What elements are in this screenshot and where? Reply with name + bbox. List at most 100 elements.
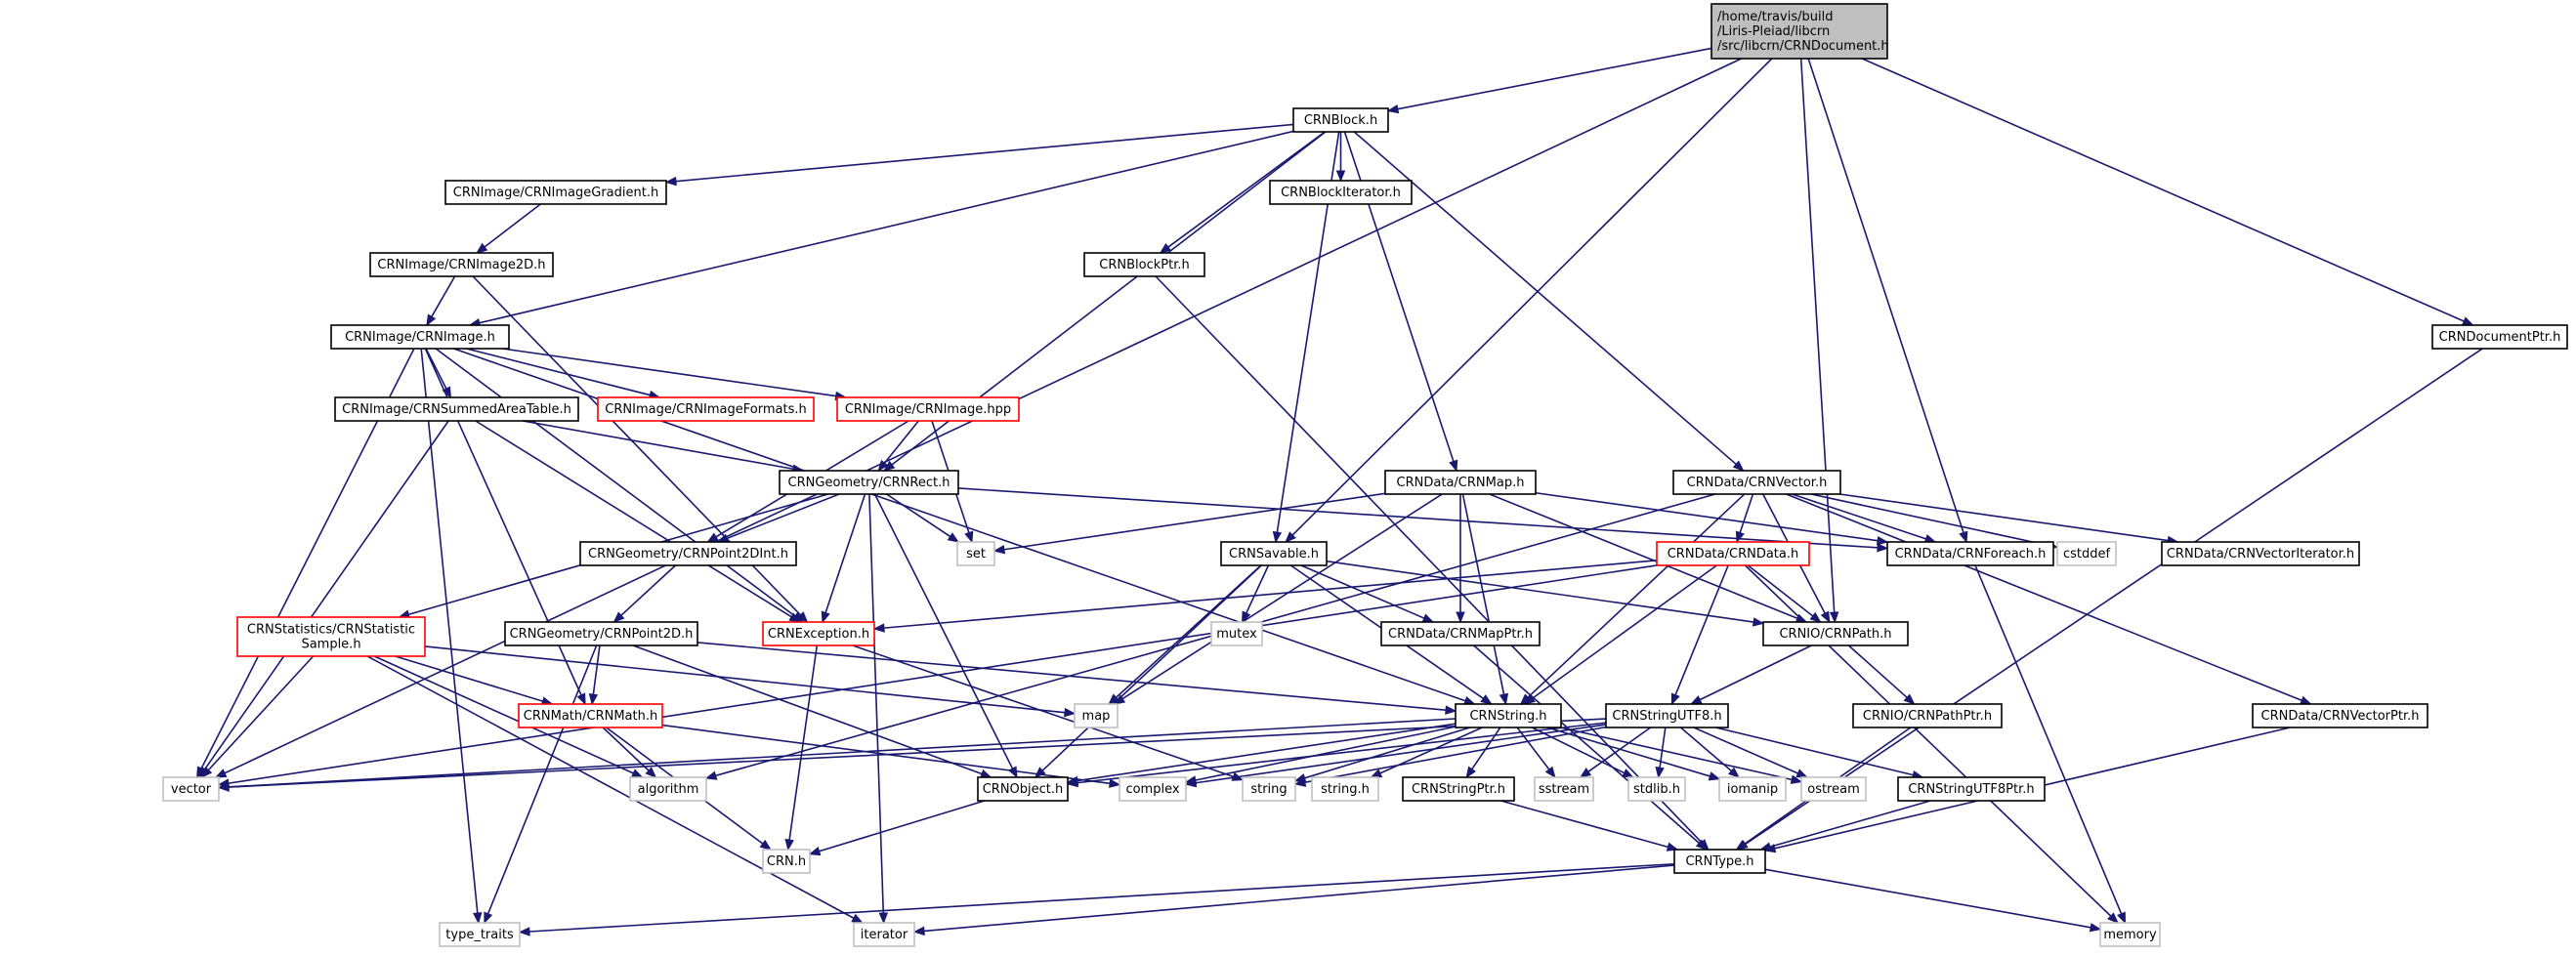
node-box	[330, 324, 510, 350]
arrowhead-root-to-vectorstd	[214, 769, 228, 778]
edge-stringutf8-to-stdstring	[1304, 726, 1607, 784]
node-label: type_traits	[445, 928, 514, 942]
edge-string-to-vectorstd	[228, 718, 1457, 788]
node-string[interactable]: CRNString.h	[1455, 703, 1562, 728]
edge-statsample-to-iterator	[366, 655, 855, 919]
arrowhead-type-to-iterator	[912, 926, 925, 936]
node-label: /home/travis/build	[1717, 10, 1833, 24]
node-rect[interactable]: CRNGeometry/CRNRect.h	[779, 470, 959, 495]
node-object[interactable]: CRNObject.h	[977, 776, 1069, 802]
node-set: set	[956, 541, 995, 566]
node-blockiter[interactable]: CRNBlockIterator.h	[1269, 180, 1413, 205]
node-label: complex	[1125, 782, 1179, 797]
arrowhead-stringutf8-to-iomanip	[1727, 767, 1741, 778]
node-point2d[interactable]: CRNGeometry/CRNPoint2D.h	[504, 621, 698, 646]
node-crnh: CRN.h	[762, 849, 811, 874]
arrowhead-point2d-to-math	[588, 693, 599, 706]
node-box	[1762, 621, 1909, 646]
node-box	[1800, 776, 1867, 802]
arrowhead-data-to-stringutf8	[1670, 692, 1680, 706]
node-label: mutex	[1216, 627, 1257, 642]
node-path[interactable]: CRNIO/CRNPath.h	[1762, 621, 1909, 646]
node-block[interactable]: CRNBlock.h	[1292, 107, 1389, 133]
node-formats[interactable]: CRNImage/CRNImageFormats.h	[597, 396, 815, 422]
arrowhead-vector-to-path	[1820, 610, 1831, 624]
node-stringptr[interactable]: CRNStringPtr.h	[1402, 776, 1515, 802]
node-imagehpp[interactable]: CRNImage/CRNImage.hpp	[836, 396, 1020, 422]
node-gradient[interactable]: CRNImage/CRNImageGradient.h	[444, 180, 667, 205]
edge-data-to-path	[1747, 564, 1814, 617]
edge-point2d-to-string	[697, 642, 1447, 712]
node-box	[2252, 703, 2428, 728]
node-box	[1083, 252, 1205, 277]
node-vector[interactable]: CRNData/CRNVector.h	[1672, 470, 1841, 495]
arrowhead-string-to-iomanip	[1708, 771, 1721, 781]
node-label: algorithm	[638, 782, 699, 797]
arrowhead-root-to-docptr	[2461, 316, 2474, 326]
arrowhead-image2d-to-image	[426, 313, 437, 327]
node-sstream: sstream	[1534, 776, 1594, 802]
node-root[interactable]: /home/travis/build/Liris-Pleiad/libcrn/s…	[1710, 3, 1889, 60]
arrowhead-map-to-foreach	[1876, 536, 1889, 546]
node-point2dint[interactable]: CRNGeometry/CRNPoint2DInt.h	[579, 541, 797, 566]
node-image[interactable]: CRNImage/CRNImage.h	[330, 324, 510, 350]
node-label: CRNMath/CRNMath.h	[524, 709, 657, 724]
node-label: CRNString.h	[1469, 709, 1546, 724]
arrowhead-stringutf8-to-vectorstd	[217, 782, 230, 792]
arrowhead-type-to-typetraits	[518, 927, 530, 936]
node-foreach[interactable]: CRNData/CRNForeach.h	[1886, 541, 2054, 566]
node-label: CRNImage/CRNImage2D.h	[377, 258, 545, 272]
node-box	[1672, 470, 1841, 495]
node-data[interactable]: CRNData/CRNData.h	[1656, 541, 1810, 566]
node-box	[1534, 776, 1594, 802]
node-iomanip: iomanip	[1718, 776, 1787, 802]
edge-rect-to-exception	[824, 493, 866, 613]
node-label: CRNImage/CRNImageGradient.h	[453, 186, 658, 200]
edge-summed-to-vectorstd	[203, 420, 449, 770]
node-vectorptr[interactable]: CRNData/CRNVectorPtr.h	[2252, 703, 2428, 728]
edge-string-to-sstream	[1516, 727, 1550, 770]
arrowhead-root-to-savable	[1285, 531, 1296, 543]
arrowhead-point2d-to-object	[979, 769, 992, 778]
node-label: CRNSavable.h	[1229, 547, 1319, 561]
node-savable[interactable]: CRNSavable.h	[1220, 541, 1328, 566]
edge-rect-to-set	[886, 493, 951, 538]
node-typetraits: type_traits	[439, 922, 521, 947]
node-box	[1627, 776, 1686, 802]
edge-image2d-to-image	[431, 275, 456, 317]
node-box	[1380, 621, 1541, 646]
arrowhead-stringutf8-to-complex	[1184, 777, 1198, 788]
nodes-layer: /home/travis/build/Liris-Pleiad/libcrn/s…	[162, 3, 2568, 947]
arrowhead-data-to-path	[1809, 611, 1822, 623]
node-stringutf8[interactable]: CRNStringUTF8.h	[1605, 703, 1729, 728]
edge-stringutf8-to-iomanip	[1679, 727, 1732, 772]
node-blockptr[interactable]: CRNBlockPtr.h	[1083, 252, 1205, 277]
node-vectoriter[interactable]: CRNData/CRNVectorIterator.h	[2161, 541, 2360, 566]
node-box	[956, 541, 995, 566]
arrowhead-savable-to-path	[1752, 617, 1765, 627]
edge-vector-to-vectorptr	[1786, 493, 2302, 702]
edge-stringutf8-to-sstream	[1587, 727, 1652, 772]
node-box	[1242, 776, 1296, 802]
node-exception[interactable]: CRNException.h	[762, 621, 875, 646]
node-pathptr[interactable]: CRNIO/CRNPathPtr.h	[1852, 703, 2003, 728]
node-image2d[interactable]: CRNImage/CRNImage2D.h	[369, 252, 554, 277]
node-docptr[interactable]: CRNDocumentPtr.h	[2431, 324, 2568, 350]
node-map[interactable]: CRNData/CRNMap.h	[1384, 470, 1537, 495]
node-label: CRNData/CRNVectorIterator.h	[2167, 547, 2354, 561]
node-box	[369, 252, 554, 277]
edge-mapptr-to-type	[1473, 644, 1700, 845]
edge-map-to-set	[1003, 492, 1386, 551]
node-mapptr[interactable]: CRNData/CRNMapPtr.h	[1380, 621, 1541, 646]
node-math[interactable]: CRNMath/CRNMath.h	[518, 703, 663, 728]
node-label: CRNImage/CRNImage.h	[345, 330, 495, 345]
node-box	[1886, 541, 2054, 566]
node-box	[853, 922, 915, 947]
edge-rect-to-foreach	[957, 487, 1879, 549]
arrowhead-block-to-map	[1449, 459, 1458, 473]
node-box	[162, 776, 220, 802]
node-utf8ptr[interactable]: CRNStringUTF8Ptr.h	[1897, 776, 2046, 802]
node-type[interactable]: CRNType.h	[1673, 849, 1766, 874]
node-summed[interactable]: CRNImage/CRNSummedAreaTable.h	[334, 396, 579, 422]
